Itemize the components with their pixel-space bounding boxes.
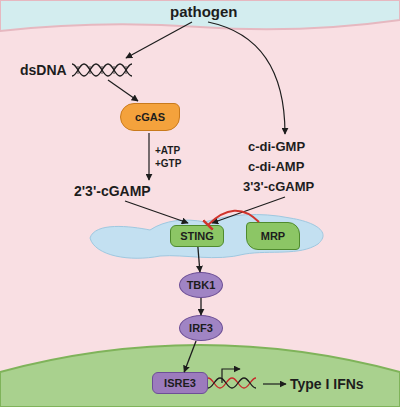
node-text: cGAS <box>135 111 165 123</box>
dna-strand <box>208 378 256 388</box>
pathway-arrows <box>108 22 286 384</box>
promoter-arrow <box>222 369 240 383</box>
nucleus <box>0 345 400 407</box>
pathogen-label: pathogen <box>170 3 238 20</box>
molecule-label: c-di-GMP <box>248 139 305 154</box>
dna-helix <box>72 64 132 76</box>
molecule-label: c-di-AMP <box>248 159 304 174</box>
gene-dna <box>208 378 256 388</box>
node-text: STING <box>180 230 214 242</box>
arrow-line <box>263 383 286 384</box>
dna-strand <box>208 378 256 388</box>
dna-label: dsDNA <box>20 62 67 78</box>
node-text: TBK1 <box>187 279 216 291</box>
molecule-label: 2'3'-cGAMP <box>74 183 151 199</box>
node-text: ISRE3 <box>164 377 196 389</box>
enzyme-shape: cGAS <box>120 103 180 131</box>
arrow-line <box>126 22 192 58</box>
protein-box: MRP <box>246 222 300 250</box>
cell-exterior <box>0 0 400 31</box>
arrow-line <box>148 133 149 180</box>
dna-rungs <box>78 66 126 74</box>
molecule-label: 3'3'-cGAMP <box>243 179 314 194</box>
activation-arrow <box>198 247 200 272</box>
protein-box: STING <box>170 225 224 247</box>
factor-ellipse: IRF3 <box>179 315 223 341</box>
node-text: IRF3 <box>189 322 213 334</box>
activation-arrow <box>200 298 201 315</box>
promoter-box: ISRE3 <box>152 372 208 394</box>
arrow-line <box>208 22 285 134</box>
activation-arrow <box>184 341 196 372</box>
substrate-label: +ATP <box>155 145 180 156</box>
dna-strand <box>72 64 132 76</box>
inhibition-connector <box>208 211 259 225</box>
arrow-line <box>212 197 285 223</box>
output-label: Type I IFNs <box>290 376 364 392</box>
node-text: MRP <box>261 230 285 242</box>
dna-strand <box>72 64 132 76</box>
endoplasmic-reticulum <box>90 215 323 259</box>
arrow-line <box>108 80 138 101</box>
substrate-label: +GTP <box>155 158 181 169</box>
kinase-ellipse: TBK1 <box>179 272 223 298</box>
arrow-line <box>125 201 188 223</box>
